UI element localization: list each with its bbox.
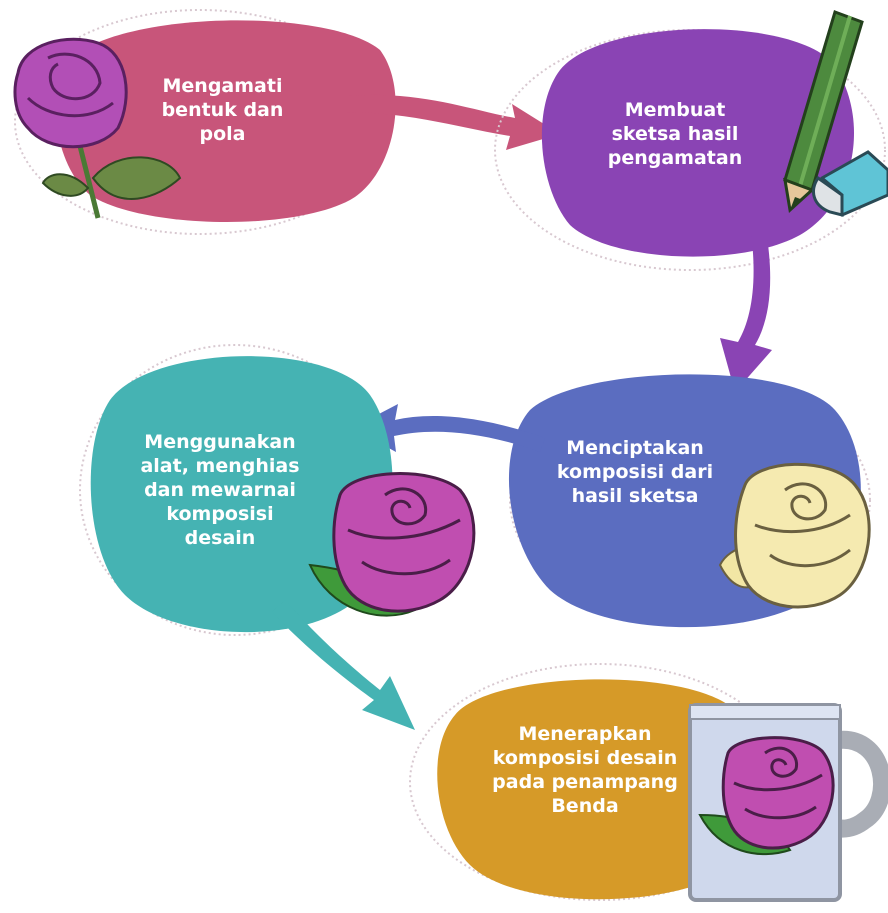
- eraser-icon: [812, 150, 888, 217]
- arrow-4-to-5: [272, 600, 415, 730]
- mug-icon: [688, 703, 888, 902]
- step-4-blob: [90, 356, 393, 633]
- rose-icon: [698, 736, 835, 856]
- pencil-icon: [783, 10, 864, 213]
- arrow-3-to-4: [352, 404, 545, 452]
- step-5-text: Menerapkan komposisi desain pada penampa…: [492, 723, 678, 817]
- step-2-text: Membuat sketsa hasil pengamatan: [607, 99, 743, 169]
- step-3-outline: [509, 377, 871, 623]
- rose-icon: [308, 472, 476, 617]
- rose-icon: [718, 462, 871, 609]
- step-4-text: Menggunakan alat, menghias dan mewarnai …: [140, 431, 300, 549]
- arrow-1-to-2: [345, 94, 560, 150]
- step-5-blob: [437, 679, 761, 900]
- step-2-blob: [541, 29, 854, 257]
- step-1-text: Mengamati bentuk dan pola: [161, 75, 284, 145]
- arrow-2-to-3: [720, 225, 772, 392]
- step-3-text: Menciptakan komposisi dari hasil sketsa: [556, 437, 714, 507]
- rose-icon: [13, 37, 182, 219]
- step-2-outline: [494, 29, 886, 271]
